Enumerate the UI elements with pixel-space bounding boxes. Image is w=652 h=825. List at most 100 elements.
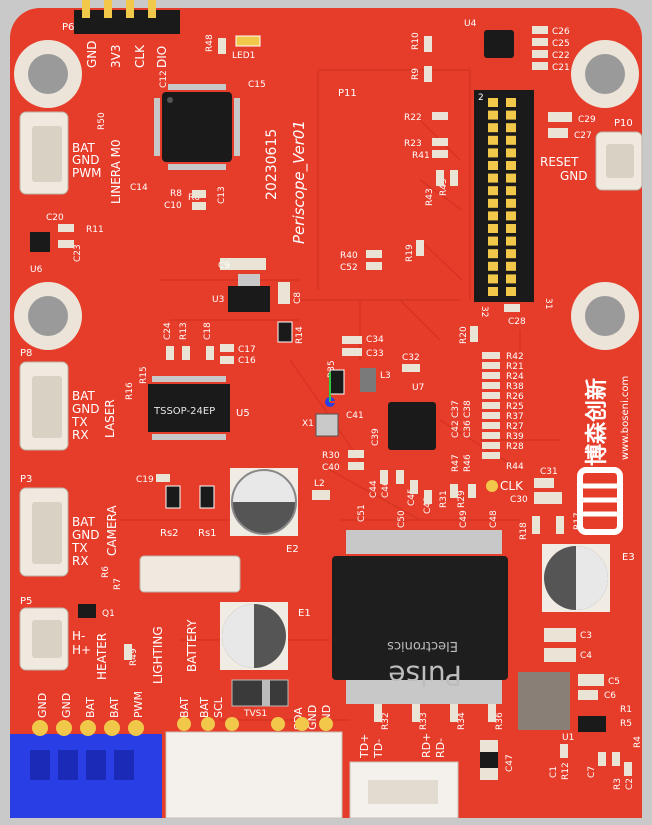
label-c45: C45 <box>407 488 417 506</box>
label-c17: C17 <box>238 345 256 355</box>
connector-battery-white[interactable] <box>165 717 343 819</box>
label-r50: R50 <box>97 112 107 130</box>
res-rs1 <box>199 485 215 509</box>
linear-pin-pwm: PWM <box>72 166 101 180</box>
label-e2: E2 <box>286 544 299 555</box>
label-c20: C20 <box>46 213 64 223</box>
eth-pin-tdp: TD+ <box>358 734 371 759</box>
connector-mid-white[interactable] <box>139 555 241 593</box>
cap-e3 <box>542 544 610 612</box>
label-l3: L3 <box>380 371 391 381</box>
p11-pin-pad <box>488 249 498 259</box>
p11-pin-pad <box>506 173 516 183</box>
brand-cn: 博森创新 <box>584 378 610 466</box>
label-c14: C14 <box>130 183 148 193</box>
rcol-3: R38 <box>506 382 524 392</box>
label-r32: R32 <box>381 712 391 730</box>
label-r23: R23 <box>404 139 422 149</box>
rcol-2: R24 <box>506 372 524 382</box>
label-r40: R40 <box>340 251 358 261</box>
cap-e2 <box>230 468 298 536</box>
label-c32: C32 <box>402 353 420 363</box>
testpoint-clk[interactable] <box>486 480 498 492</box>
p6-pin-3: CLK <box>133 44 147 68</box>
ic-mcu-qfp <box>154 84 240 170</box>
label-c22: C22 <box>552 51 570 61</box>
label-c5: C5 <box>608 677 620 687</box>
label-c46: C46 <box>381 480 391 498</box>
label-r5: R5 <box>620 719 632 729</box>
label-r20: R20 <box>459 326 469 344</box>
p11-pin-pad <box>506 249 516 259</box>
label-c37: C37 <box>451 400 461 418</box>
mount-hole-mid-left <box>14 282 82 350</box>
label-c10: C10 <box>164 201 182 211</box>
label-c8: C8 <box>293 292 303 304</box>
label-c9: C9 <box>218 261 230 271</box>
laser-pin-rx: RX <box>72 428 89 442</box>
label-r12: R12 <box>561 762 571 780</box>
inductor-big <box>518 672 570 730</box>
pulse-main: Pulse <box>388 659 462 692</box>
connector-heater[interactable]: P5 H- H+ HEATER <box>19 596 109 680</box>
label-r14: R14 <box>295 326 305 344</box>
p11-pin-pad <box>506 98 516 107</box>
p11-pin-pad <box>506 211 516 221</box>
label-r47: R47 <box>451 454 461 472</box>
rcol-6: R37 <box>506 412 524 422</box>
rcol-0: R42 <box>506 352 524 362</box>
cap-e1 <box>220 602 288 670</box>
p11-pin-pad <box>506 261 516 271</box>
ic-u3 <box>228 286 270 312</box>
heater-title: HEATER <box>95 633 109 680</box>
header-p11[interactable] <box>474 90 534 302</box>
p11-pin-pad <box>488 135 498 145</box>
laser-pin-gnd: GND <box>72 402 100 416</box>
p11-pin-pad <box>506 198 516 208</box>
label-c15: C15 <box>248 80 266 90</box>
bl-pin-2: GND <box>60 693 73 718</box>
eth-pin-tdm: TD- <box>372 739 385 759</box>
ic-u1 <box>578 716 606 732</box>
label-u5: U5 <box>236 408 250 419</box>
connector-lighting-blue[interactable] <box>10 720 162 818</box>
heater-pin-hminus: H- <box>72 629 85 643</box>
connector-eth[interactable]: TD+ TD- RD+ RD- <box>349 733 459 819</box>
label-r18: R18 <box>519 522 529 540</box>
label-r31: R31 <box>439 490 449 508</box>
eth-pin-rdp: RD+ <box>420 733 433 758</box>
label-u3: U3 <box>212 295 224 305</box>
camera-pin-bat: BAT <box>72 515 96 529</box>
label-u4: U4 <box>464 19 477 29</box>
connector-camera[interactable]: P3 BAT GND TX RX CAMERA <box>19 474 119 577</box>
p11-pin-pad <box>488 236 498 246</box>
connector-p10[interactable]: P10 RESET GND <box>540 118 643 191</box>
connector-linear-m0[interactable]: BAT GND PWM LINERA M0 <box>19 111 123 204</box>
label-r41: R41 <box>412 151 430 161</box>
p6-pin-2: 3V3 <box>109 45 123 68</box>
connector-laser[interactable]: P8 BAT GND TX RX LASER <box>19 348 117 451</box>
label-c25: C25 <box>552 39 570 49</box>
p6-header[interactable]: P6 GND 3V3 CLK DIO <box>62 0 180 68</box>
heater-pin-hplus: H+ <box>72 643 91 657</box>
label-r16: R16 <box>125 382 135 400</box>
p11-pin-pad <box>488 98 498 107</box>
p11-pin-pad <box>506 274 516 284</box>
label-r9: R9 <box>411 68 421 80</box>
bl-pin-3: BAT <box>84 697 97 718</box>
crystal-x1 <box>315 413 339 437</box>
label-c50: C50 <box>397 510 407 528</box>
label-c36: C36 <box>463 420 473 438</box>
label-rs2: Rs2 <box>160 528 179 539</box>
brand-url: www.boseni.com <box>620 376 631 460</box>
p11-pin-pad <box>488 110 498 120</box>
label-r29: R29 <box>457 490 467 508</box>
heater-ref: P5 <box>20 596 32 607</box>
battery-pin-2: BAT <box>198 697 211 718</box>
label-c34: C34 <box>366 335 384 345</box>
label-c12: C12 <box>159 70 169 88</box>
label-c39: C39 <box>371 428 381 446</box>
p11-pin-last: 32 <box>479 306 489 317</box>
p11-pin-pad <box>506 236 516 246</box>
rcol-9: R28 <box>506 442 524 452</box>
